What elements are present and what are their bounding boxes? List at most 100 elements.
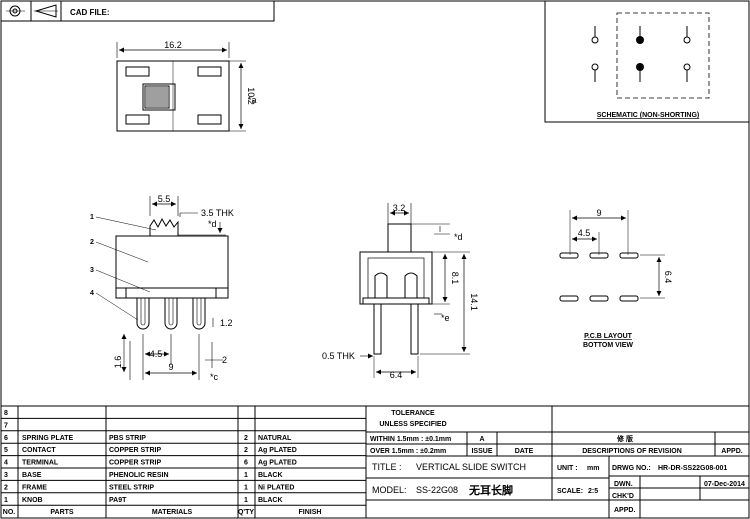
end-knob-dim: 3.2 (393, 203, 406, 213)
unit-label: UNIT : (557, 465, 578, 472)
side-view: 5.5 3.5 THK *d 1 2 3 4 1.2 (90, 194, 234, 382)
top-height-dim: 10.2 (246, 87, 256, 105)
tolerance-title: TOLERANCE (391, 410, 435, 417)
drwg-label: DRWG NO.: (612, 465, 651, 472)
side-2-dim: 2 (222, 355, 227, 365)
title-value: VERTICAL SLIDE SWITCH (416, 462, 526, 472)
side-16-dim: 1.6 (113, 356, 123, 369)
bom-cell-material: COPPER STRIP (109, 460, 161, 467)
side-pin-dim: 1.2 (220, 318, 233, 328)
bom-cell-qty: 2 (244, 447, 248, 454)
schematic-common-terminal (636, 36, 644, 44)
bom-cell-qty: 1 (244, 497, 248, 504)
end-knob (387, 223, 412, 253)
side-thk-dim: 3.5 THK (201, 208, 234, 218)
bom-cell-material: PBS STRIP (109, 435, 146, 442)
bom-cell-no: 5 (4, 447, 8, 454)
top-height-suffix: *a (248, 95, 257, 105)
schematic-box: SCHEMATIC (NON-SHORTING) (544, 0, 750, 123)
side-45-dim: 4.5 (150, 349, 163, 359)
top-view: 16.2 10.2 *a (116, 40, 257, 132)
drwg-value: HR-DR-SS22G08-001 (658, 465, 727, 472)
pcb-pads (559, 252, 639, 302)
bom-cell-no: 7 (4, 422, 8, 429)
bom-cell-part: FRAME (22, 484, 47, 491)
side-c-dim: *c (210, 372, 219, 382)
callout-4: 4 (90, 290, 94, 297)
bom-cell-finish: Ag PLATED (258, 460, 297, 467)
bom-cell-qty: 2 (244, 435, 248, 442)
dwn-label: DWN. (614, 481, 633, 488)
model-value: SS-22G08 (416, 485, 458, 495)
revision-cn-title: 修 版 (616, 434, 633, 443)
bom-cell-part: CONTACT (22, 447, 56, 454)
cad-file-label: CAD FILE: (70, 8, 110, 17)
side-pitch-dim: 5.5 (158, 194, 171, 204)
bom-header-finish: FINISH (299, 509, 322, 516)
model-cn-note: 无耳长脚 (468, 483, 513, 497)
slider-position-box (616, 12, 710, 99)
schematic-terminal (683, 36, 691, 44)
callout-3: 3 (90, 267, 94, 274)
bom-cell-part: KNOB (22, 497, 43, 504)
tolerance-over: OVER 1.5mm : ±0.2mm (370, 448, 446, 455)
bom-cell-material: PA9T (109, 497, 127, 504)
appd-label: APPD. (614, 507, 635, 514)
frame-profile (115, 235, 229, 289)
end-terminal (373, 303, 382, 355)
bom-cell-no: 2 (4, 484, 8, 491)
knob-grip (144, 85, 170, 109)
dwn-date: 07-Dec-2014 (704, 481, 745, 488)
end-141-dim: 14.1 (469, 293, 479, 311)
top-width-dim: 16.2 (164, 40, 182, 50)
end-e-dim: *e (441, 313, 450, 323)
end-view: 3.2 *d 8.1 14.1 *e 0.5 THK 6.4 (322, 203, 479, 380)
callout-1: 1 (90, 214, 94, 221)
end-frame (359, 251, 433, 305)
revision-date-label: DATE (515, 448, 534, 455)
scale-value: 2:5 (588, 488, 598, 495)
bom-cell-finish: BLACK (258, 472, 283, 479)
revision-issue-label: ISSUE (471, 448, 492, 455)
schematic-terminal (683, 63, 691, 71)
bom-cell-no: 3 (4, 472, 8, 479)
bom-header-no: NO. (3, 509, 16, 516)
end-thk-dim: 0.5 THK (322, 351, 355, 361)
bom-cell-qty: 1 (244, 484, 248, 491)
schematic-common-terminal (636, 63, 644, 71)
bom-cell-finish: NATURAL (258, 435, 292, 442)
chkd-label: CHK'D (612, 493, 634, 500)
bom-cell-finish: Ag PLATED (258, 447, 297, 454)
bom-cell-no: 6 (4, 435, 8, 442)
title-label: TITLE : (372, 462, 402, 472)
knob-profile (149, 217, 179, 237)
projection-symbol-icon (6, 4, 58, 18)
end-64-dim: 6.4 (390, 370, 403, 380)
bom-header-qty: Q'TY (238, 509, 254, 516)
scale-label: SCALE: (557, 488, 583, 495)
bom-cell-finish: BLACK (258, 497, 283, 504)
cad-file-header: CAD FILE: (0, 0, 275, 22)
schematic-terminal (591, 63, 599, 71)
schematic-label: SCHEMATIC (NON-SHORTING) (597, 112, 700, 119)
bom-header-material: MATERIALS (152, 509, 193, 516)
bom-cell-material: STEEL STRIP (109, 484, 154, 491)
end-d-dim: *d (454, 232, 463, 242)
knob-slot (142, 83, 176, 111)
callout-2: 2 (90, 239, 94, 246)
bom-cell-qty: 6 (244, 460, 248, 467)
bom-cell-no: 4 (4, 460, 8, 467)
bom-cell-part: BASE (22, 472, 42, 479)
bom-cell-no: 8 (4, 410, 8, 417)
end-terminal (410, 303, 419, 355)
revision-descriptions-label: DESCRIPTIONS OF REVISION (582, 448, 682, 455)
model-label: MODEL: (372, 485, 407, 495)
pcb-64-dim: 6.4 (663, 271, 673, 284)
side-9-dim: 9 (168, 362, 173, 372)
schematic-terminal (591, 36, 599, 44)
tolerance-subtitle: UNLESS SPECIFIED (379, 421, 446, 428)
pcb-bottom-view-label: BOTTOM VIEW (583, 342, 633, 349)
terminal-pins (136, 298, 206, 330)
pcb-layout: 9 4.5 6.4 P.C.B LAYOUT BOTTOM VIEW (559, 208, 673, 349)
